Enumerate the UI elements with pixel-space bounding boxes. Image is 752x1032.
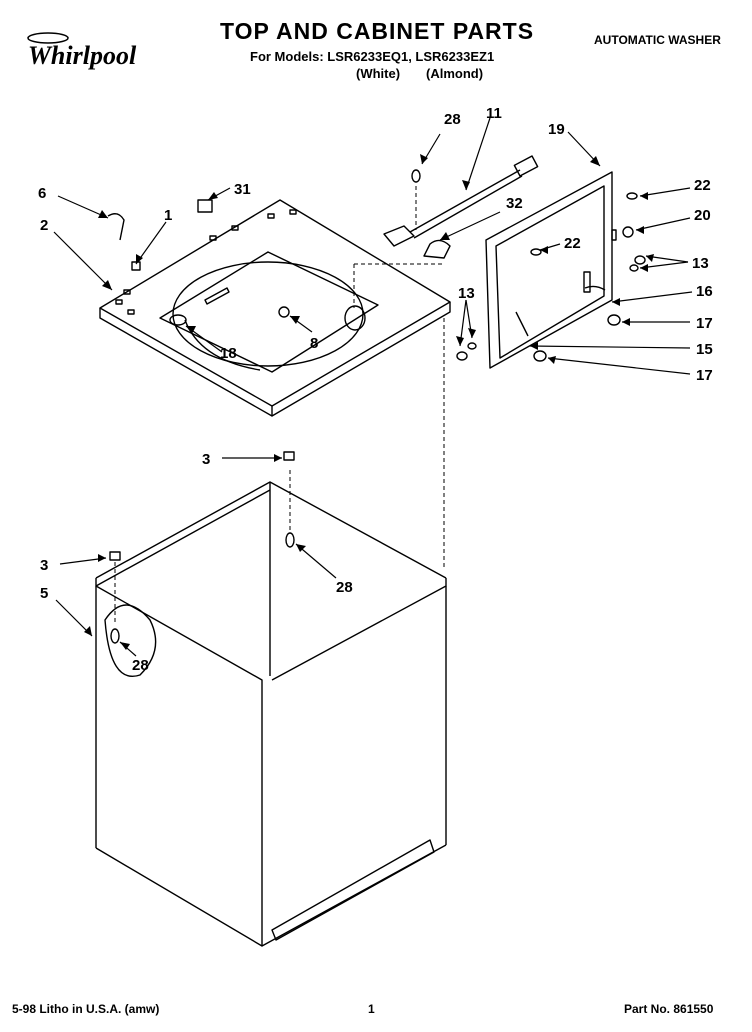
- callout-11: 11: [486, 105, 502, 122]
- doc-type: AUTOMATIC WASHER: [594, 33, 721, 47]
- callout-3-upper: 3: [202, 451, 210, 468]
- lid-switch-harness: [107, 155, 539, 271]
- whirlpool-logo: Whirlpool: [8, 30, 156, 74]
- callout-leaders: [53, 117, 693, 657]
- footer-page-number: 1: [368, 1002, 375, 1016]
- callout-19: 19: [548, 121, 565, 138]
- svg-text:Whirlpool: Whirlpool: [28, 41, 137, 70]
- callout-8: 8: [310, 335, 318, 352]
- callout-17-upper: 17: [696, 315, 713, 332]
- callout-1: 1: [164, 207, 172, 224]
- callout-22-right: 22: [694, 177, 711, 194]
- models-line: For Models: LSR6233EQ1, LSR6233EZ1: [250, 49, 495, 64]
- variant-white: (White): [356, 66, 401, 81]
- top-panel: [99, 199, 451, 417]
- callout-22-inner: 22: [564, 235, 581, 252]
- callout-31: 31: [234, 181, 251, 198]
- callout-20: 20: [694, 207, 711, 224]
- callout-2: 2: [40, 217, 48, 234]
- callout-3-lower: 3: [40, 557, 48, 574]
- callout-28-top: 28: [444, 111, 461, 128]
- callout-13-left: 13: [458, 285, 475, 302]
- callout-16: 16: [696, 283, 713, 300]
- callout-6: 6: [38, 185, 46, 202]
- footer-part-number: Part No. 861550: [624, 1002, 714, 1016]
- lid-frame: [456, 171, 646, 369]
- callout-18: 18: [220, 345, 237, 362]
- callout-labels: 28 11 19 6 31 32 22 20 1 2 22 13 16 13 1…: [38, 105, 713, 674]
- variant-almond: (Almond): [426, 66, 484, 81]
- callout-17-lower: 17: [696, 367, 713, 384]
- footer-litho: 5-98 Litho in U.S.A. (amw): [12, 1002, 160, 1016]
- cabinet: [95, 451, 447, 947]
- callout-28-middle: 28: [336, 579, 353, 596]
- page-title: TOP AND CABINET PARTS: [220, 18, 535, 44]
- callout-15: 15: [696, 341, 713, 358]
- callout-5: 5: [40, 585, 48, 602]
- callout-28-cabinet: 28: [132, 657, 149, 674]
- callout-32: 32: [506, 195, 523, 212]
- callout-13-right: 13: [692, 255, 709, 272]
